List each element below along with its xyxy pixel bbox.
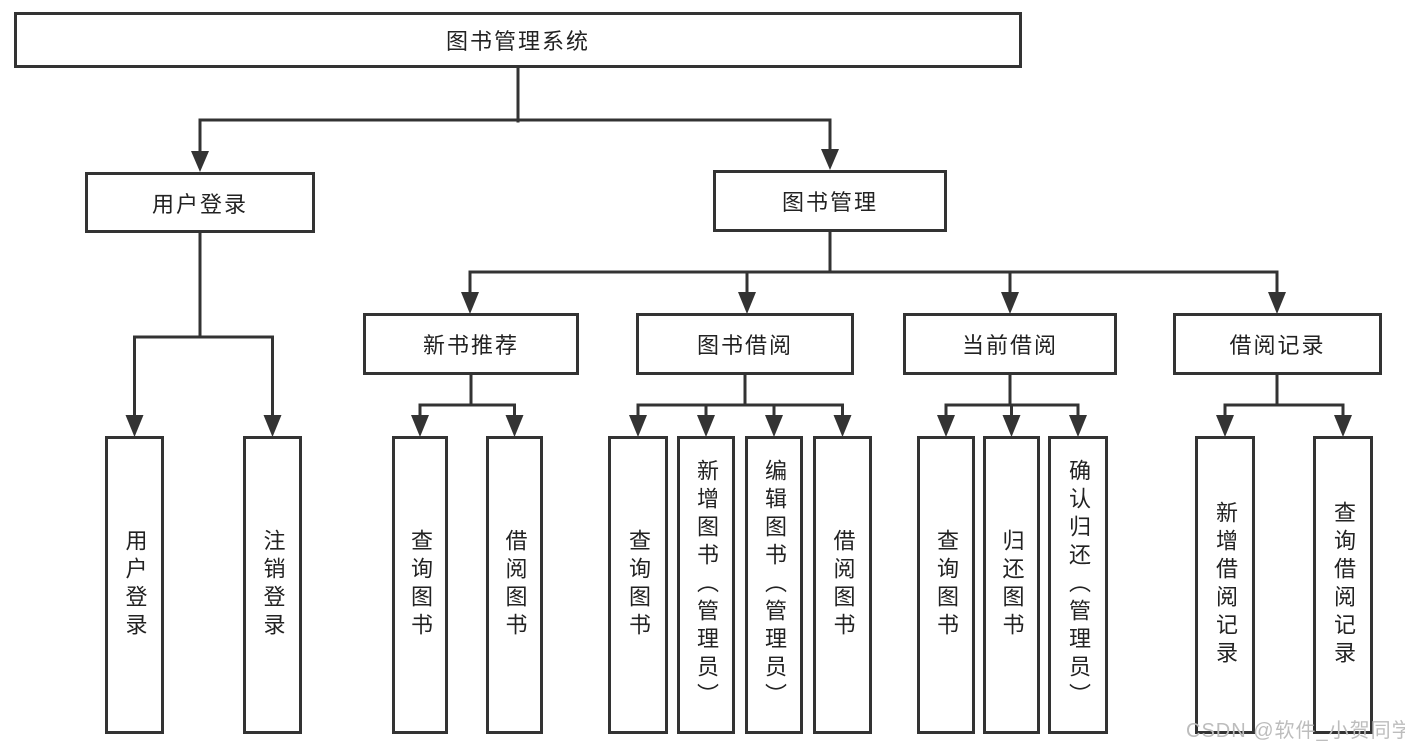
node-book-management: 图书管理 <box>713 170 947 232</box>
leaf-borrow-edit-books-admin: 编辑图书（管理员） <box>745 436 803 734</box>
arrowhead <box>821 149 839 170</box>
leaf-records-add-record: 新增借阅记录 <box>1195 436 1255 734</box>
arrowhead <box>1002 415 1021 437</box>
node-user-login: 用户登录 <box>85 172 315 233</box>
connector-records-to-children <box>1223 373 1345 419</box>
csdn-watermark: CSDN @软件_小贺同学 <box>1186 720 1405 742</box>
arrowhead <box>125 415 144 437</box>
node-new-book-recommendation: 新书推荐 <box>363 313 579 375</box>
arrowhead <box>697 415 715 437</box>
leaf-current-query-books: 查询图书 <box>917 436 975 734</box>
arrowhead <box>1216 415 1234 437</box>
arrowhead <box>411 415 429 437</box>
arrowhead <box>1001 292 1019 314</box>
leaf-current-confirm-return-admin: 确认归还（管理员） <box>1048 436 1108 734</box>
arrowheads <box>125 149 1352 437</box>
arrowhead <box>629 415 647 437</box>
arrowhead <box>833 415 852 437</box>
connector-userlogin-to-children <box>133 232 274 419</box>
node-current-borrowing: 当前借阅 <box>903 313 1117 375</box>
node-book-borrowing: 图书借阅 <box>636 313 854 375</box>
connector-newbook-to-children <box>418 373 516 419</box>
node-borrowing-records: 借阅记录 <box>1173 313 1382 375</box>
arrowhead <box>1069 415 1087 437</box>
leaf-borrow-borrow-books: 借阅图书 <box>813 436 872 734</box>
leaf-user-login: 用户登录 <box>105 436 164 734</box>
arrowhead <box>505 415 524 437</box>
arrowhead <box>263 415 282 437</box>
arrowhead <box>1334 415 1352 437</box>
arrowhead <box>738 292 756 314</box>
leaf-borrow-query-books: 查询图书 <box>608 436 668 734</box>
arrowhead <box>765 415 783 437</box>
connector-currentborrow-to-children <box>944 373 1080 419</box>
leaf-records-query-record: 查询借阅记录 <box>1313 436 1373 734</box>
arrowhead <box>461 292 479 314</box>
connector-bookborrow-to-children <box>636 373 844 419</box>
connector-root-to-level2 <box>198 66 832 155</box>
arrowhead <box>191 151 209 172</box>
leaf-newbook-borrow-books: 借阅图书 <box>486 436 543 734</box>
leaf-current-return-books: 归还图书 <box>983 436 1040 734</box>
arrowhead <box>1268 292 1286 314</box>
arrowhead <box>937 415 955 437</box>
leaf-newbook-query-books: 查询图书 <box>392 436 448 734</box>
leaf-borrow-add-books-admin: 新增图书（管理员） <box>677 436 735 734</box>
leaf-logout: 注销登录 <box>243 436 302 734</box>
node-library-system: 图书管理系统 <box>14 12 1022 68</box>
connector-bookmgmt-to-level3 <box>468 230 1279 296</box>
